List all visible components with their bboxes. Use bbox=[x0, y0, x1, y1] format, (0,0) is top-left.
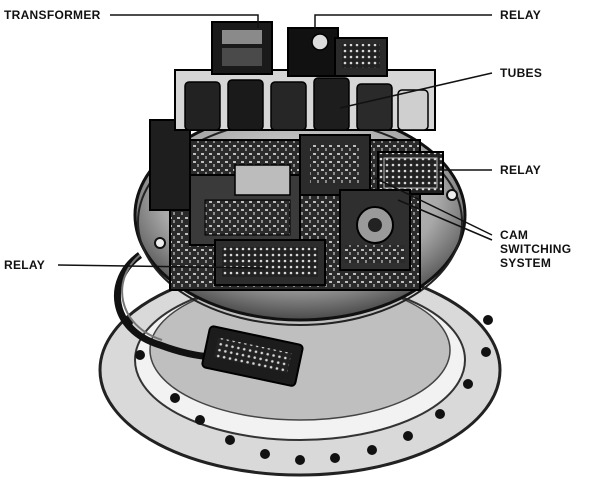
bolt-hole bbox=[481, 347, 491, 357]
label-cam-line-2: SWITCHING bbox=[500, 242, 572, 256]
bolt-hole bbox=[135, 350, 145, 360]
bolt-hole bbox=[225, 435, 235, 445]
mounting-screw bbox=[446, 189, 458, 201]
label-relay-left: RELAY bbox=[4, 258, 46, 272]
bolt-hole bbox=[170, 393, 180, 403]
relay-left-leader bbox=[57, 264, 266, 269]
callout-lines bbox=[57, 14, 493, 269]
tube bbox=[270, 81, 307, 131]
vacuum-tubes bbox=[174, 69, 436, 131]
label-cam-switching-system: CAM SWITCHING SYSTEM bbox=[500, 228, 580, 270]
label-cam-line-3: SYSTEM bbox=[500, 256, 552, 270]
bolt-hole bbox=[435, 409, 445, 419]
mounting-screw bbox=[154, 237, 166, 249]
label-transformer: TRANSFORMER bbox=[4, 8, 101, 22]
bolt-hole bbox=[295, 455, 305, 465]
tube bbox=[356, 83, 393, 131]
tubes-leader bbox=[339, 72, 493, 109]
transformer-leader bbox=[110, 14, 259, 28]
label-cam-line-1: CAM bbox=[500, 228, 529, 242]
cam-switching-leader-2 bbox=[397, 199, 493, 241]
tube bbox=[397, 89, 429, 131]
lower-relay bbox=[214, 239, 326, 286]
tube bbox=[184, 81, 221, 131]
label-relay-top: RELAY bbox=[500, 8, 542, 22]
wiring-harness bbox=[114, 252, 304, 387]
right-relay bbox=[377, 151, 444, 195]
cam-switching-leader bbox=[374, 177, 493, 236]
bolt-hole bbox=[403, 431, 413, 441]
transformer-block bbox=[211, 21, 273, 75]
tube bbox=[313, 77, 350, 131]
bolt-hole bbox=[330, 453, 340, 463]
bolt-hole bbox=[260, 449, 270, 459]
bolt-hole bbox=[483, 315, 493, 325]
bolt-hole bbox=[367, 445, 377, 455]
top-relay-block bbox=[287, 27, 388, 77]
label-tubes: TUBES bbox=[500, 66, 543, 80]
relay-top-leader bbox=[314, 14, 492, 32]
label-relay-right: RELAY bbox=[500, 163, 542, 177]
tube bbox=[227, 79, 264, 131]
cam-switching-system bbox=[339, 189, 411, 271]
bolt-hole bbox=[463, 379, 473, 389]
bolt-hole bbox=[195, 415, 205, 425]
